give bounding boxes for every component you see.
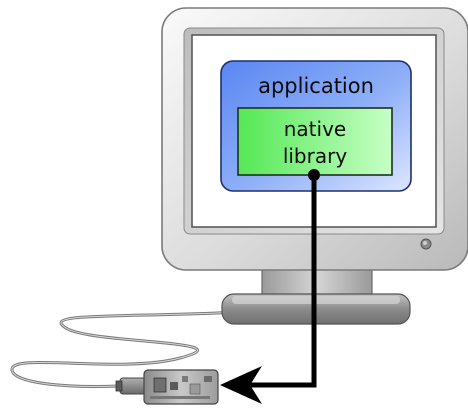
connector-arrowhead-icon (220, 366, 262, 404)
power-led-icon (420, 238, 432, 250)
usb-plug (119, 377, 147, 395)
application-label: application (258, 74, 374, 98)
usb-device (115, 369, 219, 405)
native-library-label-line2: library (283, 144, 348, 168)
native-library-label-line1: native (284, 117, 346, 141)
native-to-device-connector (220, 169, 320, 404)
native-library-box (237, 107, 393, 176)
usb-cable (10, 310, 241, 388)
connector-origin-dot (308, 169, 320, 181)
